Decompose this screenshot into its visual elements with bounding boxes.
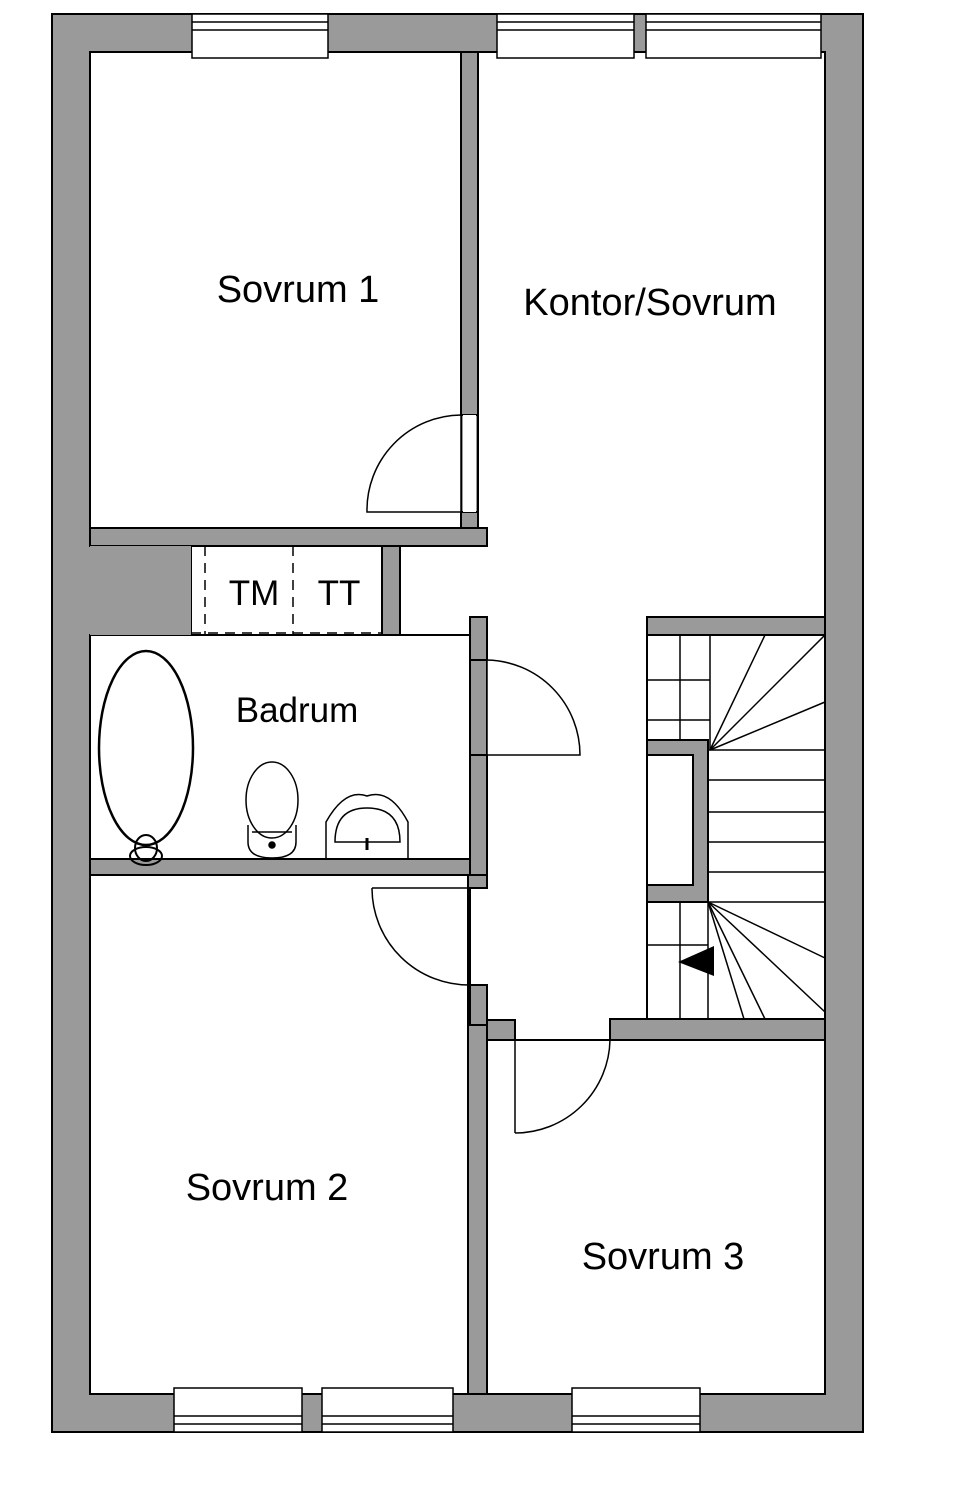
room-utility (190, 545, 383, 636)
label-sovrum-1: Sovrum 1 (217, 269, 380, 311)
wall-stub-hall (486, 1019, 516, 1041)
stairs-icon (647, 634, 826, 1020)
arrow-left-icon (678, 946, 714, 976)
sink-icon (325, 793, 409, 858)
window-icon (173, 13, 822, 1433)
wall-sovrum2-3 (467, 1019, 488, 1395)
stairwell (646, 634, 826, 1020)
wall-badrum-right-low (469, 754, 488, 876)
label-sovrum-2: Sovrum 2 (186, 1167, 349, 1209)
room-sovrum-3 (486, 1039, 826, 1395)
wall-left-block (90, 546, 191, 635)
room-sovrum-2 (89, 874, 469, 1395)
label-badrum: Badrum (236, 691, 359, 730)
label-kontor-sovrum: Kontor/Sovrum (523, 282, 776, 324)
label-sovrum-3: Sovrum 3 (582, 1236, 745, 1278)
wall-sovrum1-bottom (89, 527, 488, 547)
stair-center-wall (646, 739, 709, 903)
door-gap-sovrum1 (463, 415, 476, 512)
stair-top-wall (646, 616, 826, 636)
toilet-icon (245, 761, 299, 859)
wall-sovrum3-top (609, 1018, 826, 1041)
room-badrum (89, 634, 471, 860)
wall-pier-upper (460, 51, 479, 416)
label-tt: TT (318, 574, 361, 613)
wall-utility-right (381, 545, 401, 636)
label-tm: TM (229, 574, 280, 613)
bathtub-icon (97, 649, 195, 866)
door-swing-icon (366, 414, 611, 1134)
wall-badrum-right-up (469, 616, 488, 661)
wall-sovrum2-right (469, 984, 488, 1026)
utility-dashes (191, 546, 382, 635)
